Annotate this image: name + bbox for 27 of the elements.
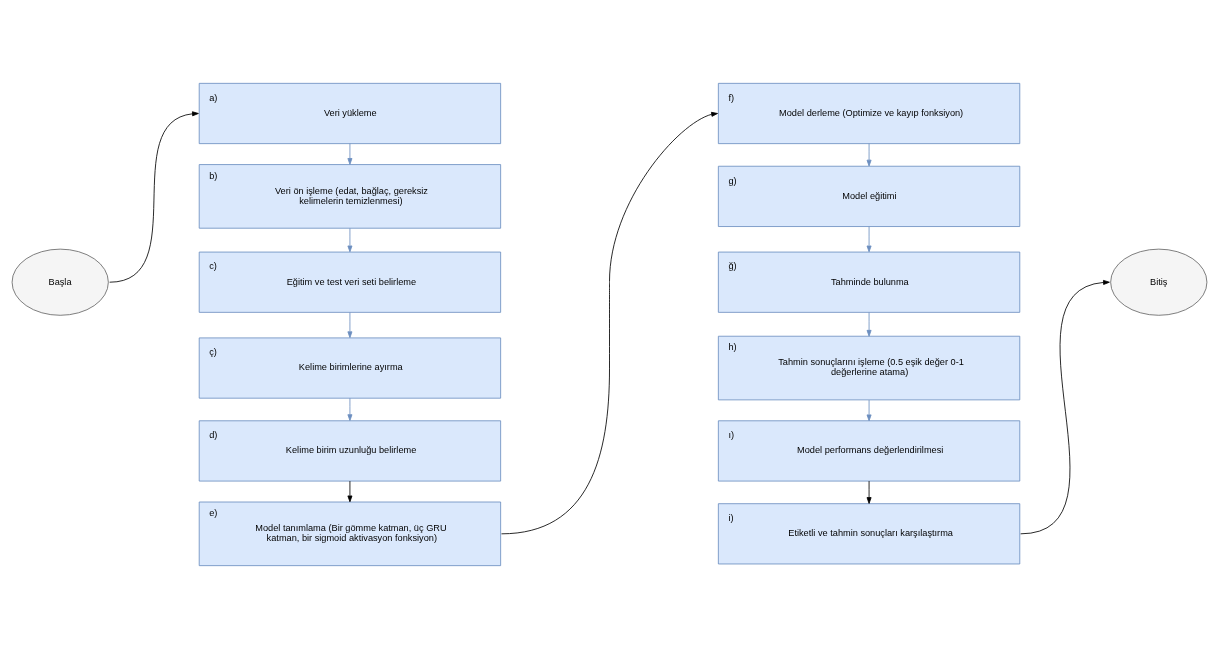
arrow	[347, 397, 353, 421]
node-box: i) Etiketli ve tahmin sonuçları karşılaştırma	[717, 502, 1021, 564]
node-box: b) Veri ön işleme (edat, bağlaç, gereksiz kelimelerin temizlenmesi)	[198, 163, 502, 229]
arrow	[109, 110, 199, 283]
node-box: f) Model derleme (Optimize ve kayıp fonksiyon)	[717, 82, 1021, 144]
node-box: d) Kelime birim uzunluğu belirleme	[198, 419, 502, 481]
node-box: h) Tahmin sonuçlarını işleme (0.5 eşik değer 0-1 değerlerine atama)	[717, 335, 1021, 400]
node-ellipse: Başla	[11, 248, 109, 316]
arrow	[866, 311, 872, 337]
arrow	[866, 142, 872, 166]
arrow	[347, 311, 353, 338]
node-box: a) Veri yükleme	[198, 82, 502, 144]
node-box: g) Model eğitimi	[717, 165, 1021, 227]
arrow	[866, 225, 872, 252]
arrow	[866, 480, 872, 504]
node-box: c) Eğitim ve test veri seti belirleme	[198, 251, 502, 313]
arrow	[866, 399, 872, 421]
node-box: ç) Kelime birimlerine ayırma	[198, 336, 502, 399]
node-box: ğ) Tahminde bulunma	[717, 251, 1021, 313]
arrow	[347, 227, 353, 252]
node-box: ı) Model performans değerlendirilmesi	[717, 419, 1021, 481]
arrow	[501, 111, 718, 534]
arrow	[347, 480, 353, 502]
node-box: e) Model tanımlama (Bir gömme katman, üç GRU katman, bir sigmoid aktivasyon fonksiyon)	[198, 501, 502, 566]
arrow	[1020, 279, 1110, 534]
arrow	[347, 142, 353, 165]
node-ellipse: Bitiş	[1110, 248, 1208, 316]
